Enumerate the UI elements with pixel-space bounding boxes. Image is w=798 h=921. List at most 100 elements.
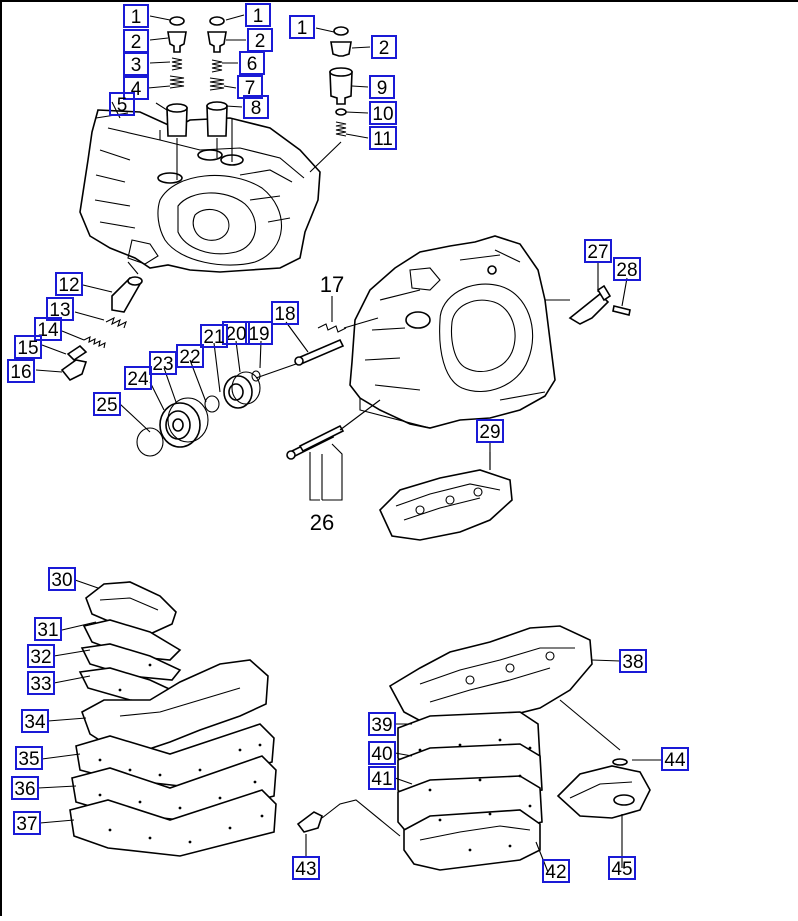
svg-text:28: 28 bbox=[616, 260, 637, 281]
svg-text:42: 42 bbox=[545, 862, 566, 883]
callout-2c: 2 bbox=[371, 35, 397, 59]
sensor-stack bbox=[60, 261, 143, 382]
top-frame-edge bbox=[0, 0, 798, 2]
callout-1a: 1 bbox=[123, 4, 149, 28]
callout-1c: 1 bbox=[289, 15, 315, 39]
svg-text:32: 32 bbox=[30, 647, 51, 668]
svg-text:8: 8 bbox=[251, 98, 262, 119]
left-frame-edge bbox=[0, 0, 2, 916]
callout-14: 14 bbox=[34, 317, 62, 341]
svg-text:38: 38 bbox=[622, 652, 643, 673]
callout-40: 40 bbox=[368, 741, 396, 765]
label-26: 26 bbox=[310, 510, 334, 535]
svg-text:7: 7 bbox=[245, 78, 256, 99]
svg-text:14: 14 bbox=[37, 320, 59, 341]
svg-text:24: 24 bbox=[127, 369, 149, 390]
callout-16: 16 bbox=[7, 359, 35, 383]
callout-7: 7 bbox=[237, 75, 263, 99]
callout-38: 38 bbox=[619, 649, 647, 673]
svg-text:34: 34 bbox=[24, 712, 46, 733]
svg-text:2: 2 bbox=[255, 31, 266, 52]
svg-text:37: 37 bbox=[16, 814, 37, 835]
svg-text:1: 1 bbox=[131, 7, 142, 28]
plain-labels: 17 26 bbox=[310, 272, 344, 535]
callout-8: 8 bbox=[243, 95, 269, 119]
callout-10: 10 bbox=[369, 101, 397, 125]
callout-34: 34 bbox=[21, 709, 49, 733]
callout-6: 6 bbox=[239, 51, 265, 75]
callout-5: 5 bbox=[109, 92, 135, 116]
transaxle-housing bbox=[79, 101, 321, 273]
svg-text:43: 43 bbox=[295, 859, 316, 880]
callout-2b: 2 bbox=[247, 28, 273, 52]
callout-12: 12 bbox=[55, 272, 83, 296]
valve-stack-middle bbox=[206, 16, 233, 162]
callout-31: 31 bbox=[34, 617, 62, 641]
svg-text:45: 45 bbox=[611, 859, 632, 880]
callout-1b: 1 bbox=[245, 3, 271, 27]
svg-text:4: 4 bbox=[131, 79, 142, 100]
svg-text:5: 5 bbox=[117, 95, 128, 116]
svg-text:10: 10 bbox=[372, 104, 393, 125]
svg-text:20: 20 bbox=[225, 324, 246, 345]
svg-text:44: 44 bbox=[664, 750, 686, 771]
svg-text:36: 36 bbox=[14, 779, 35, 800]
callout-9: 9 bbox=[369, 75, 395, 99]
callout-35: 35 bbox=[15, 746, 43, 770]
callout-33: 33 bbox=[27, 671, 55, 695]
svg-text:25: 25 bbox=[96, 395, 117, 416]
callout-43: 43 bbox=[292, 856, 320, 880]
callout-44: 44 bbox=[661, 747, 689, 771]
transmission-case bbox=[349, 235, 556, 429]
svg-text:33: 33 bbox=[30, 674, 51, 695]
pump-assembly bbox=[136, 363, 297, 457]
callout-22: 22 bbox=[176, 344, 204, 368]
svg-text:31: 31 bbox=[37, 620, 58, 641]
shafts-26 bbox=[286, 399, 381, 501]
svg-text:12: 12 bbox=[58, 275, 79, 296]
svg-text:2: 2 bbox=[379, 38, 390, 59]
shaft-and-spring-18-17 bbox=[294, 317, 379, 366]
valve-stack-left bbox=[166, 16, 188, 180]
callout-2a: 2 bbox=[123, 29, 149, 53]
svg-text:22: 22 bbox=[179, 347, 200, 368]
bracket-27-28 bbox=[545, 284, 631, 325]
svg-text:16: 16 bbox=[10, 362, 31, 383]
svg-text:2: 2 bbox=[131, 32, 142, 53]
svg-text:23: 23 bbox=[152, 354, 173, 375]
svg-text:9: 9 bbox=[377, 78, 388, 99]
callout-32: 32 bbox=[27, 644, 55, 668]
callout-15: 15 bbox=[14, 335, 42, 359]
svg-text:40: 40 bbox=[371, 744, 392, 765]
svg-text:13: 13 bbox=[49, 300, 70, 321]
svg-text:18: 18 bbox=[274, 304, 295, 325]
callout-41: 41 bbox=[368, 766, 396, 790]
callout-20: 20 bbox=[222, 321, 250, 345]
svg-text:1: 1 bbox=[253, 6, 264, 27]
callout-29: 29 bbox=[476, 419, 504, 443]
callout-36: 36 bbox=[11, 776, 39, 800]
svg-text:11: 11 bbox=[373, 129, 393, 150]
callout-27: 27 bbox=[584, 239, 612, 263]
callout-30: 30 bbox=[48, 567, 76, 591]
leader-lines bbox=[35, 14, 662, 873]
valve-body-29 bbox=[379, 452, 513, 541]
svg-text:39: 39 bbox=[371, 715, 392, 736]
svg-text:27: 27 bbox=[587, 242, 608, 263]
svg-text:1: 1 bbox=[297, 18, 308, 39]
svg-text:41: 41 bbox=[371, 769, 392, 790]
callout-4: 4 bbox=[123, 76, 149, 100]
svg-text:3: 3 bbox=[131, 55, 142, 76]
valve-stack-right bbox=[309, 26, 353, 173]
svg-text:30: 30 bbox=[51, 570, 72, 591]
svg-text:35: 35 bbox=[18, 749, 39, 770]
callout-24: 24 bbox=[124, 366, 152, 390]
callout-18: 18 bbox=[271, 301, 299, 325]
callout-11: 11 bbox=[369, 126, 397, 150]
svg-text:29: 29 bbox=[479, 422, 500, 443]
callout-3: 3 bbox=[123, 52, 149, 76]
label-17: 17 bbox=[320, 272, 344, 297]
callout-25: 25 bbox=[93, 392, 121, 416]
